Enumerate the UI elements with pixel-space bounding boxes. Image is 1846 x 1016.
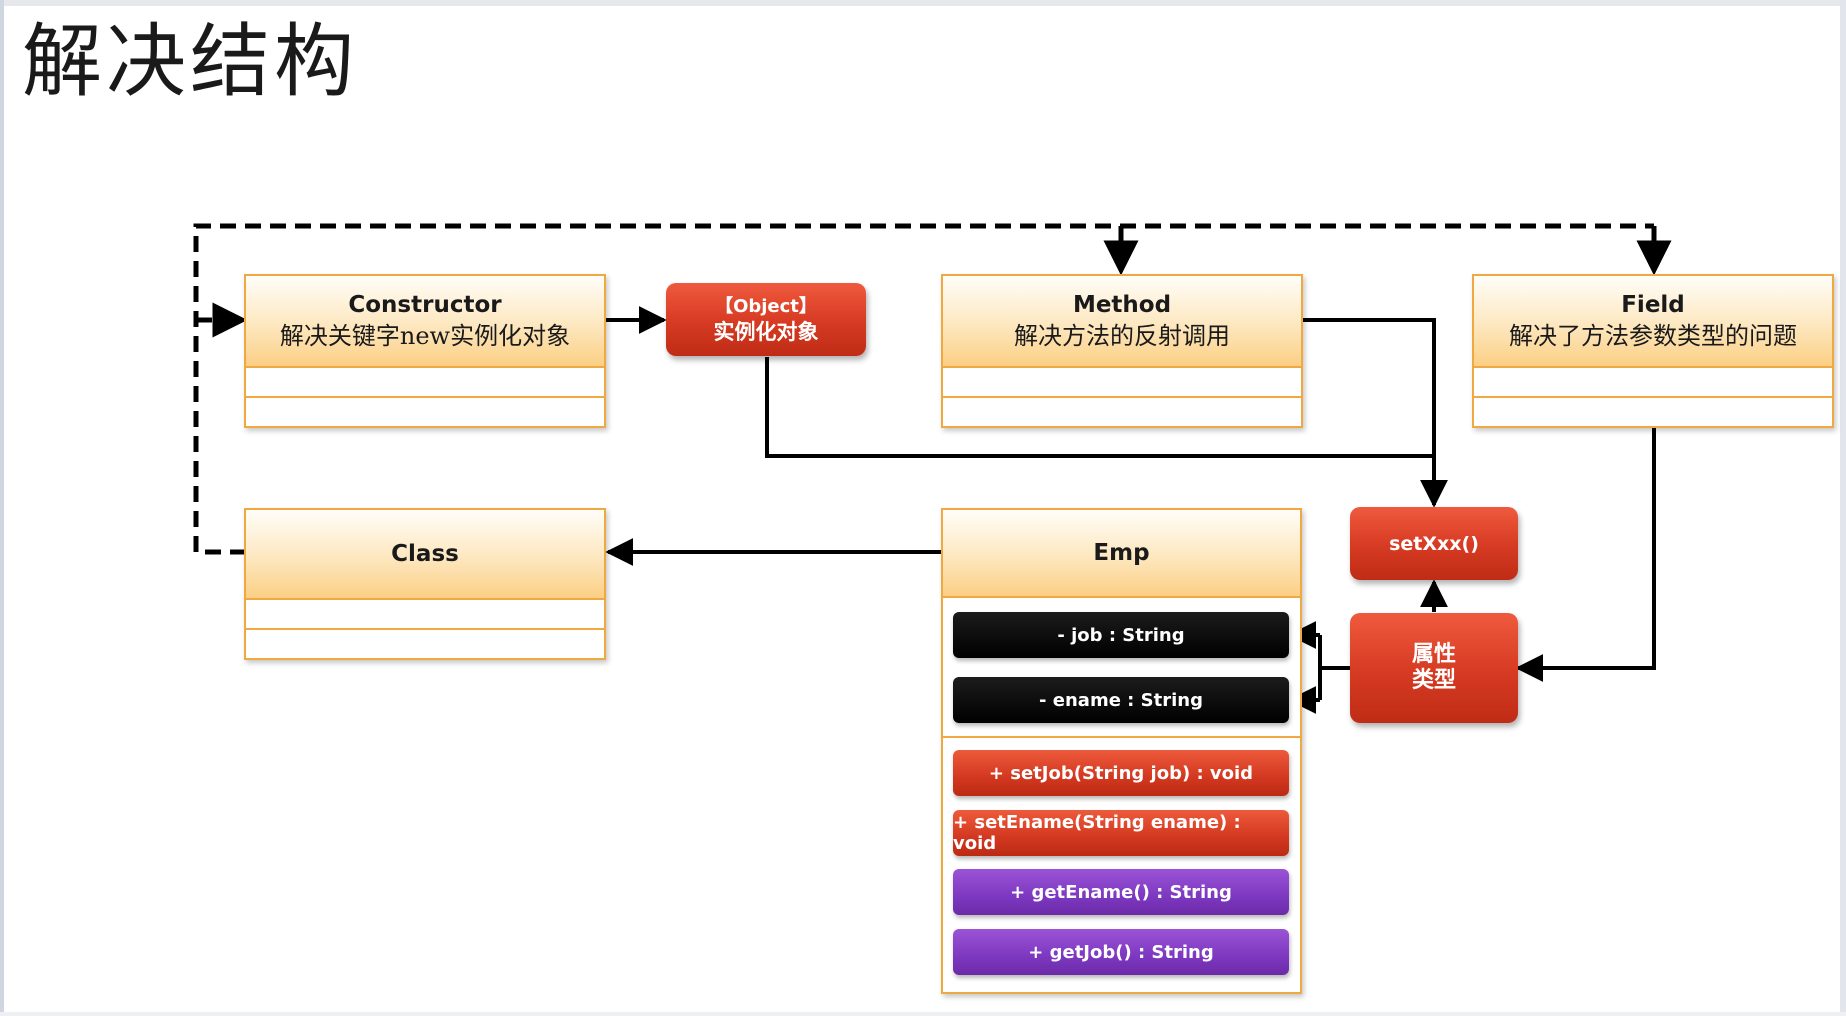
constructor-title: Constructor <box>348 292 502 318</box>
constructor-subtitle: 解决关键字new实例化对象 <box>279 322 571 350</box>
constructor-box: Constructor 解决关键字new实例化对象 <box>244 274 606 428</box>
solid-connectors <box>605 306 1656 714</box>
right-border <box>1840 0 1846 1016</box>
emp-method-setename: + setEname(String ename) : void <box>953 810 1289 856</box>
constructor-empty-row <box>246 368 604 398</box>
field-subtitle: 解决了方法参数类型的问题 <box>1509 322 1797 350</box>
class-box: Class <box>244 508 606 660</box>
property-type-line2: 类型 <box>1411 668 1456 693</box>
emp-method-getename: + getEname() : String <box>953 869 1289 915</box>
constructor-empty-row <box>246 398 604 428</box>
method-title: Method <box>1072 292 1172 318</box>
field-title: Field <box>1621 292 1685 318</box>
emp-field-job: - job : String <box>953 612 1289 658</box>
emp-method-setjob: + setJob(String job) : void <box>953 750 1289 796</box>
top-border <box>0 0 1846 6</box>
method-subtitle: 解决方法的反射调用 <box>1014 322 1230 350</box>
property-type-line1: 属性 <box>1411 642 1456 667</box>
method-empty-row <box>943 368 1301 398</box>
object-label: 【Object】 <box>715 295 817 317</box>
class-title: Class <box>391 541 459 567</box>
class-empty-row <box>246 630 604 660</box>
slide-title: 解决结构 <box>22 15 358 108</box>
emp-divider <box>943 736 1300 738</box>
setxxx-label: setXxx() <box>1389 532 1479 555</box>
bottom-border <box>0 1012 1846 1016</box>
field-box: Field 解决了方法参数类型的问题 <box>1472 274 1834 428</box>
method-box: Method 解决方法的反射调用 <box>941 274 1303 428</box>
property-type-box: 属性 类型 <box>1350 613 1518 723</box>
object-sublabel: 实例化对象 <box>713 319 819 344</box>
emp-field-ename: - ename : String <box>953 677 1289 723</box>
field-empty-row <box>1474 398 1832 428</box>
emp-method-getjob: + getJob() : String <box>953 929 1289 975</box>
left-border <box>0 0 4 1016</box>
setxxx-box: setXxx() <box>1350 507 1518 580</box>
class-empty-row <box>246 600 604 630</box>
method-empty-row <box>943 398 1301 428</box>
emp-title: Emp <box>943 510 1300 598</box>
dashed-reflection-loop <box>193 223 1672 555</box>
field-empty-row <box>1474 368 1832 398</box>
object-instance-box: 【Object】 实例化对象 <box>666 283 866 356</box>
